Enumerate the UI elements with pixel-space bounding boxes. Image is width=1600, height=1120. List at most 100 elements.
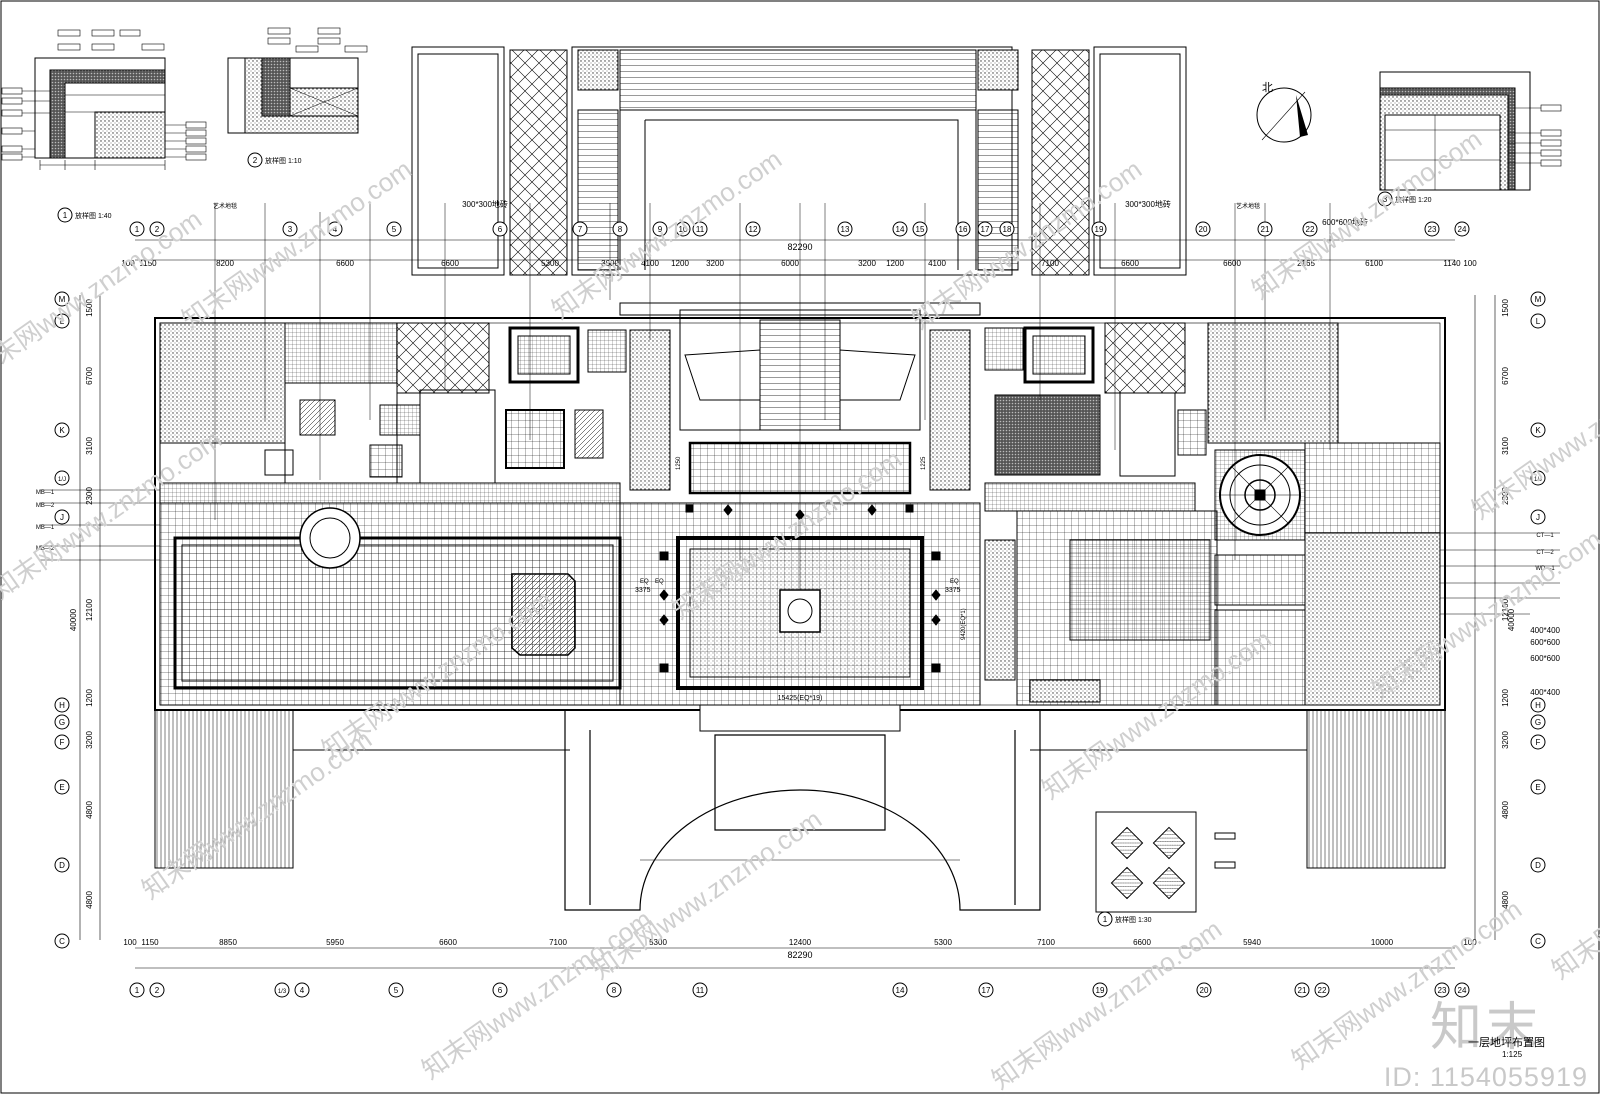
- top-axis-12: 12: [749, 225, 758, 234]
- row-axis-right-4-bubble: [1530, 509, 1546, 525]
- floor-spec-6: 400*400: [1530, 688, 1560, 697]
- right-dim-5: 1200: [1501, 689, 1510, 707]
- row-axis-right-4: J: [1536, 513, 1540, 522]
- bottom-axis-13: 22: [1318, 986, 1327, 995]
- top-axis-2-bubble: [149, 221, 165, 237]
- top-axis-10: 10: [679, 225, 688, 234]
- top-axis-11: 11: [696, 225, 705, 234]
- row-axis-left-9-bubble: [54, 857, 70, 873]
- bottom-axis-12-bubble: [1294, 982, 1310, 998]
- left-dim-1: 6700: [85, 367, 94, 385]
- drawing-title: 一层地坪布置图: [1468, 1037, 1545, 1049]
- top-axis-15-bubble: [912, 221, 928, 237]
- right-dim-0: 1500: [1501, 299, 1510, 317]
- top-axis-11-bubble: [692, 221, 708, 237]
- detail-1-drawing: [34, 57, 166, 159]
- top-axis-10-bubble: [675, 221, 691, 237]
- left-lobby: [159, 502, 622, 706]
- top-dim-16: 6600: [1223, 259, 1241, 268]
- bottom-dim-4: 6600: [439, 938, 457, 947]
- bottom-axis-5-bubble: [492, 982, 508, 998]
- overall-dimension-bottom: 82290: [787, 950, 812, 960]
- detail-0-number-bubble: [57, 207, 73, 223]
- room-dim-2: 3375: [945, 587, 961, 594]
- asset-id: ID: 1154055919: [1383, 1062, 1588, 1092]
- floor-spec-0: 300*300地砖: [462, 199, 508, 209]
- total-height-left: 40000: [69, 608, 78, 631]
- top-axis-16: 16: [959, 225, 968, 234]
- top-axis-17-bubble: [977, 221, 993, 237]
- top-dim-0: 100: [121, 259, 135, 268]
- bottom-dim-2: 8850: [219, 938, 237, 947]
- row-axis-left-2-bubble: [54, 422, 70, 438]
- bottom-axis-0: 1: [135, 986, 140, 995]
- row-axis-left-5: H: [59, 701, 65, 710]
- floor-spec-2: 600*600地砖: [1322, 217, 1368, 227]
- row-axis-right-8-bubble: [1530, 779, 1546, 795]
- row-axis-left-8-bubble: [54, 779, 70, 795]
- row-axis-left-7: F: [60, 738, 65, 747]
- top-axis-18: 18: [1003, 225, 1012, 234]
- detail-0-number: 1: [63, 211, 68, 220]
- bottom-axis-3: 4: [300, 986, 305, 995]
- row-axis-right-2: K: [1535, 426, 1541, 435]
- rosette-medallion: [1214, 449, 1306, 541]
- bottom-dim-8: 5300: [934, 938, 952, 947]
- top-dim-17: 2165: [1297, 259, 1315, 268]
- top-axis-14: 14: [896, 225, 905, 234]
- floor-spec-1: 300*300地砖: [1125, 199, 1171, 209]
- row-axis-right-10: C: [1535, 937, 1541, 946]
- row-axis-right-5-bubble: [1530, 697, 1546, 713]
- room-dim-eq-1: EQ: [655, 579, 664, 585]
- material-tag-3: MB—2: [36, 546, 55, 552]
- right-dim-6: 3200: [1501, 731, 1510, 749]
- detail-4-drawing: [1095, 811, 1236, 913]
- room-dim-1: 3375: [635, 587, 651, 594]
- top-axis-8: 8: [618, 225, 623, 234]
- top-axis-23-bubble: [1424, 221, 1440, 237]
- row-axis-right-0: M: [1535, 295, 1542, 304]
- right-dim-1: 6700: [1501, 367, 1510, 385]
- row-axis-right-3-bubble: [1530, 470, 1546, 486]
- material-tag-0: MB—1: [36, 490, 55, 496]
- top-axis-13-bubble: [837, 221, 853, 237]
- row-axis-right-7-bubble: [1530, 734, 1546, 750]
- left-dim-7: 4800: [85, 801, 94, 819]
- row-axis-left-6: G: [59, 718, 65, 727]
- material-tag-4: CT—1: [1536, 533, 1554, 539]
- top-dim-12: 1200: [886, 259, 904, 268]
- row-axis-left-2: K: [59, 426, 65, 435]
- row-axis-left-1-bubble: [54, 313, 70, 329]
- top-axis-4-bubble: [327, 221, 343, 237]
- detail-2-tags: [267, 27, 368, 53]
- top-dim-2: 8200: [216, 259, 234, 268]
- top-axis-14-bubble: [892, 221, 908, 237]
- row-axis-right-9: D: [1535, 861, 1541, 870]
- top-dim-6: 3600: [601, 259, 619, 268]
- top-axis-17: 17: [981, 225, 990, 234]
- row-axis-left-5-bubble: [54, 697, 70, 713]
- row-axis-right-10-bubble: [1530, 933, 1546, 949]
- room-dim-3: 15425(EQ*19): [778, 695, 823, 702]
- bottom-axis-1: 2: [155, 986, 160, 995]
- top-axis-5: 5: [392, 225, 397, 234]
- top-axis-23: 23: [1428, 225, 1437, 234]
- bottom-dim-3: 5950: [326, 938, 344, 947]
- detail-2-title: 放样图 1:20: [1395, 195, 1432, 204]
- top-dim-15: 6600: [1121, 259, 1139, 268]
- top-dim-8: 1200: [671, 259, 689, 268]
- row-axis-left-1: L: [60, 317, 65, 326]
- detail-1-title: 放样图 1:10: [265, 156, 302, 165]
- row-axis-right-7: F: [1536, 738, 1541, 747]
- material-leaders: [40, 203, 1560, 615]
- top-axis-24-bubble: [1454, 221, 1470, 237]
- top-axis-21-bubble: [1257, 221, 1273, 237]
- bottom-axis-13-bubble: [1314, 982, 1330, 998]
- top-axis-5-bubble: [386, 221, 402, 237]
- north-label: 北: [1262, 81, 1273, 94]
- row-axis-left-10: C: [59, 937, 65, 946]
- top-axis-22-bubble: [1302, 221, 1318, 237]
- bottom-dim-12: 10000: [1371, 938, 1394, 947]
- row-axis-left-4: J: [60, 513, 64, 522]
